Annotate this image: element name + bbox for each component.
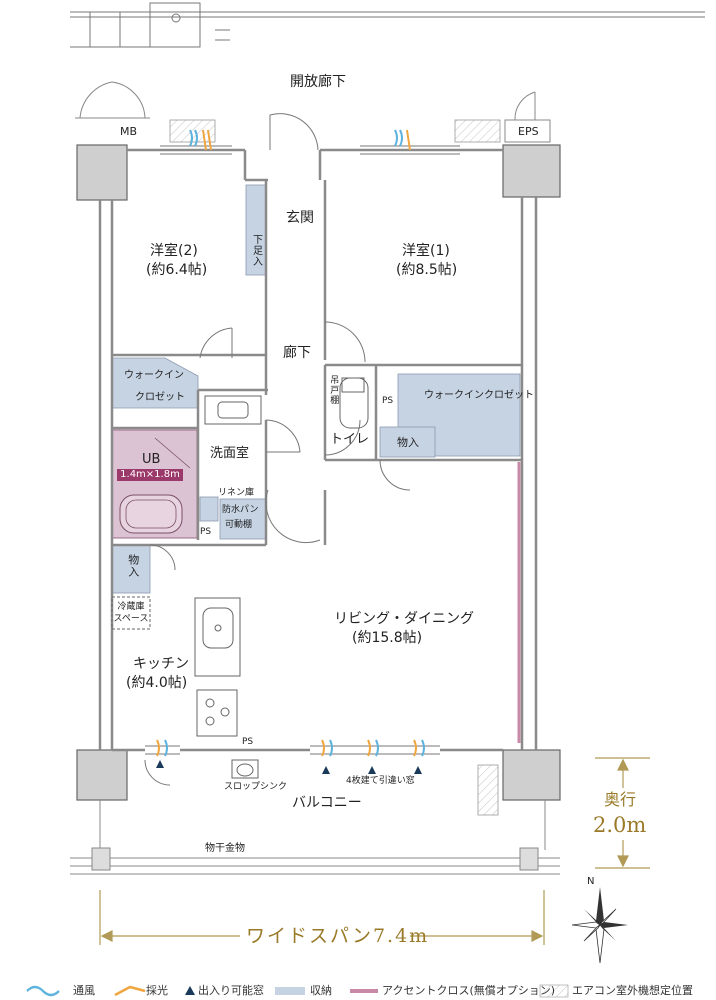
western-room-1-size: (約8.5帖) (396, 262, 458, 278)
clothes-hanger-label: 物干金物 (205, 843, 245, 854)
slop-sink-label: スロップシンク (224, 782, 288, 792)
eps-label: EPS (518, 125, 539, 138)
legend-ac-unit: エアコン室外機想定位置 (572, 984, 693, 997)
ub-label: UB (142, 452, 161, 467)
sliding-window-label: 4枚建て引違い窓 (346, 776, 415, 786)
airflow-markers (156, 129, 425, 757)
ps-label-kitchen: PS (242, 737, 254, 747)
bathroom-unit (111, 429, 198, 539)
depth-dimension (595, 757, 650, 869)
door-swings (144, 113, 411, 786)
legend-accent-cloth: アクセントクロス(無償オプション) (382, 984, 556, 997)
meter-box-doors (75, 81, 551, 143)
columns (76, 144, 561, 801)
walkin-closet-label-1: ウォークイン (124, 370, 184, 381)
legend-door-window: 出入り可能窓 (198, 984, 264, 997)
depth-value: 2.0m (593, 813, 647, 837)
washroom-label: 洗面室 (210, 446, 250, 461)
legend-storage: 収納 (310, 984, 332, 997)
balcony-outline (70, 800, 560, 875)
hanging-shelf-label: 吊戸棚 (328, 375, 339, 405)
depth-label: 奥行 (604, 790, 637, 809)
shoe-storage-label: 下足入 (250, 234, 262, 267)
living-dining-size: (約15.8帖) (352, 630, 423, 646)
living-dining-label: リビング・ダイニング (334, 611, 474, 627)
toilet-label: トイレ (330, 432, 370, 447)
walls (98, 148, 538, 752)
wide-span-dimension (99, 890, 545, 945)
walkin-closet-label-2: クロゼット (135, 392, 185, 403)
kitchen-label: キッチン (133, 656, 189, 672)
wide-span-label: ワイドスパン7.4m (246, 925, 430, 947)
legend-ventilation: 通風 (73, 984, 95, 997)
western-room-1-label: 洋室(1) (402, 243, 450, 259)
walkin-closet-room1-label: ウォークインクロゼット (424, 390, 534, 401)
ub-size-badge: 1.4m×1.8m (117, 469, 183, 481)
mb-label: MB (120, 125, 138, 138)
ac-unit-positions (169, 119, 501, 816)
movable-shelf-label: 可動棚 (225, 520, 253, 530)
storage-label-hall: 物入 (397, 436, 419, 449)
compass-icon (571, 887, 628, 964)
north-label: N (587, 876, 595, 887)
waterproof-pan-label: 防水パン (222, 505, 259, 515)
legend-symbols (26, 984, 569, 998)
linen-storage-label: リネン庫 (218, 488, 255, 498)
top-railing (70, 2, 705, 48)
open-corridor-label: 開放廊下 (290, 74, 346, 90)
fixtures (111, 377, 369, 779)
hallway-label: 廊下 (283, 345, 311, 361)
ps-label-toilet: PS (382, 396, 394, 406)
kitchen-size: (約4.0帖) (126, 675, 188, 691)
legend-daylight: 採光 (146, 984, 168, 997)
balcony-label: バルコニー (292, 795, 362, 811)
ps-label-wash: PS (200, 527, 212, 537)
entrance-label: 玄関 (286, 210, 314, 226)
fridge-space-label: 冷蔵庫スペース (113, 602, 149, 624)
western-room-2-label: 洋室(2) (150, 243, 198, 259)
western-room-2-size: (約6.4帖) (146, 262, 208, 278)
door-window-markers (156, 760, 422, 774)
storage-label-kitchen: 物入 (126, 554, 140, 578)
